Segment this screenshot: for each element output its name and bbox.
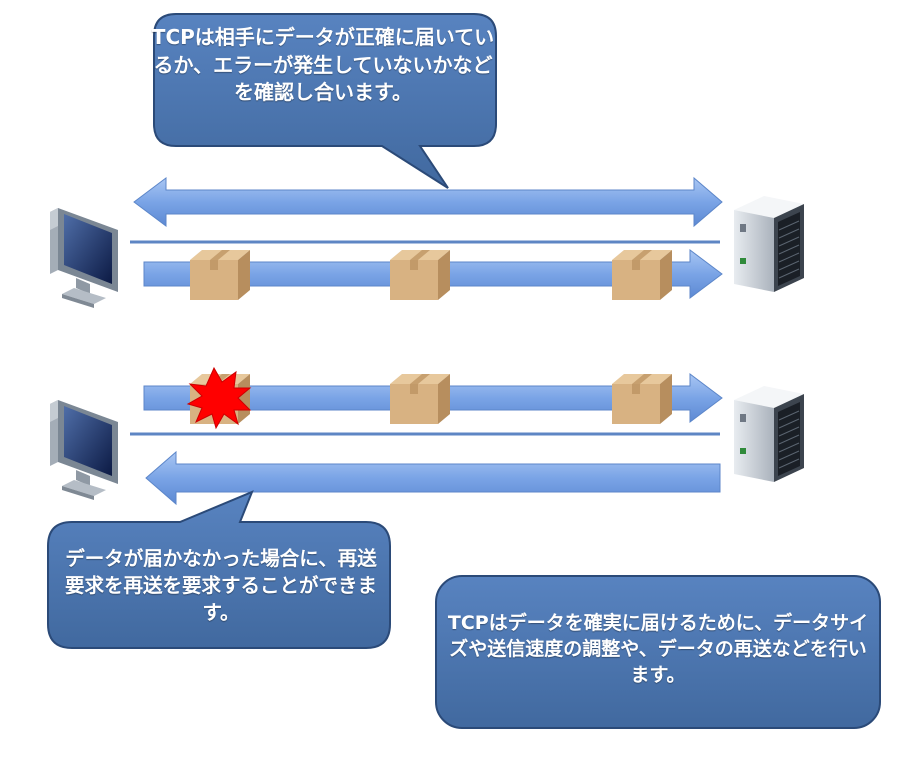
callout-bottom-right-box xyxy=(435,575,881,729)
callout-top-text: TCPは相手にデータが正確に届いているか、エラーが発生していないかなどを確認し合… xyxy=(151,25,495,105)
callout-bottom-right-text: TCPはデータを確実に届けるために、データサイズや送信速度の調整や、データの再送… xyxy=(447,612,869,687)
server-tower-icon xyxy=(733,385,805,483)
server-tower-icon xyxy=(733,195,805,293)
monitor-icon xyxy=(50,400,118,500)
callout-top-bubble xyxy=(153,13,497,189)
cardboard-box-icon xyxy=(390,250,450,300)
cardboard-box-icon xyxy=(190,250,250,300)
callout-bottom-left-bubble xyxy=(47,490,391,649)
retransmit-request-arrow xyxy=(145,450,721,506)
bidirectional-arrow xyxy=(133,176,723,228)
cardboard-box-icon xyxy=(612,250,672,300)
cardboard-box-icon xyxy=(612,374,672,424)
explosion-burst-icon xyxy=(186,366,252,430)
cardboard-box-icon xyxy=(390,374,450,424)
callout-bottom-left-text: データが届かなかった場合に、再送要求を再送を要求することができます。 xyxy=(64,547,377,624)
monitor-icon xyxy=(50,208,118,308)
